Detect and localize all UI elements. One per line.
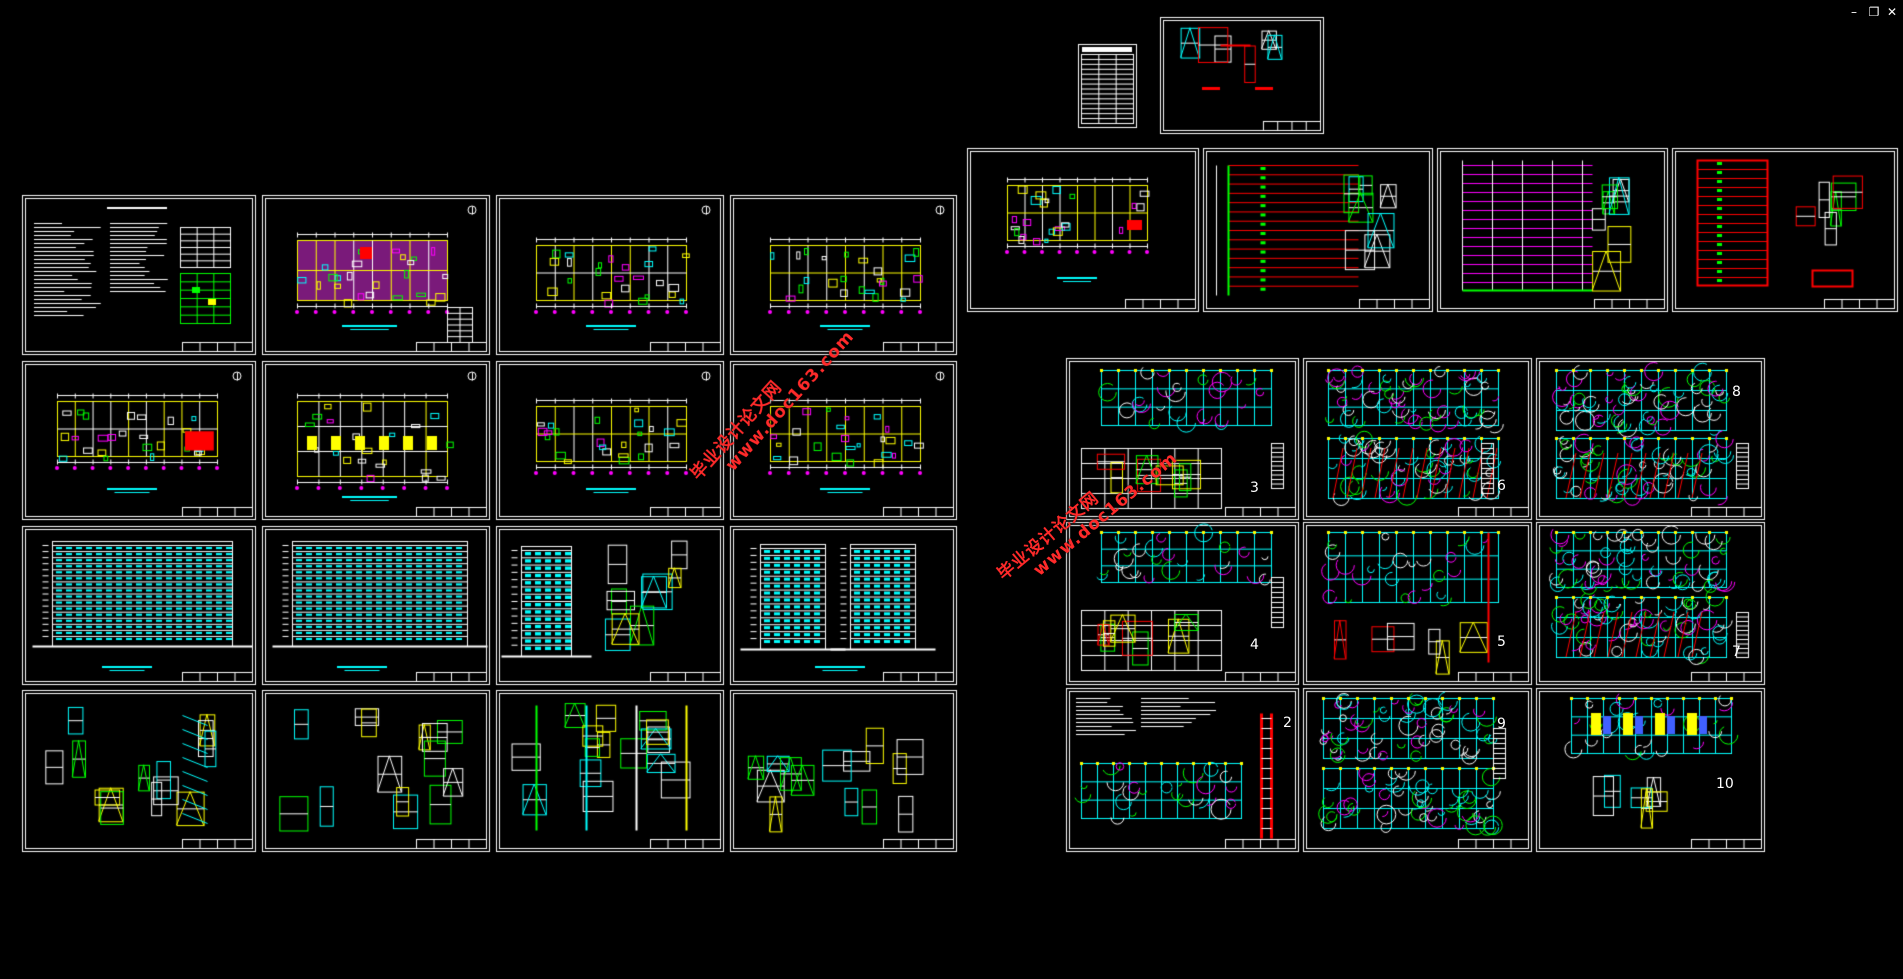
sheet-number: 10: [1716, 776, 1734, 792]
sheet-number: 7: [1732, 644, 1741, 660]
sheet-number: 8: [1732, 384, 1741, 400]
sheet-number: 4: [1250, 637, 1259, 653]
close-icon[interactable]: ✕: [1886, 5, 1898, 19]
restore-icon[interactable]: ❐: [1868, 5, 1880, 19]
sheet-number: 2: [1283, 715, 1292, 731]
sheet-number: 3: [1250, 480, 1259, 496]
sheet-number: 5: [1497, 634, 1506, 650]
minimize-icon[interactable]: –: [1851, 5, 1857, 19]
sheet-number: 6: [1497, 478, 1506, 494]
sheet-number: 9: [1497, 716, 1506, 732]
